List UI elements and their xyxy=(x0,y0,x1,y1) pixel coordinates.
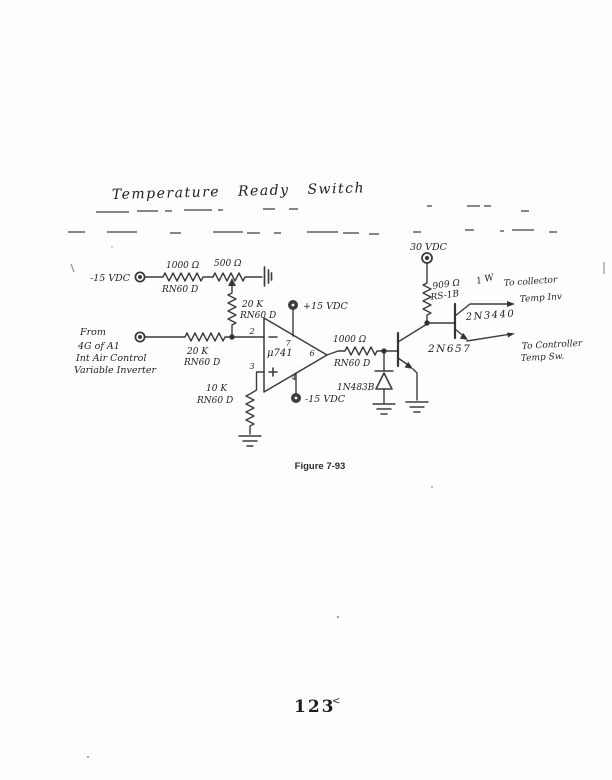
resistor-909 xyxy=(422,262,432,324)
label-r-offset-value: 1000 Ω xyxy=(166,261,200,271)
source-note-line3: Int Air Control xyxy=(75,353,146,364)
label-r-wiper-type: RN60 D xyxy=(239,311,276,321)
scan-speck xyxy=(431,486,433,488)
opamp-input-signs-icon xyxy=(268,336,278,377)
source-note-line1: From xyxy=(79,327,106,338)
page-title: Temperature Ready Switch xyxy=(112,180,366,203)
pin-4-label: 4 xyxy=(290,373,296,382)
q2-emitter-arrow-line xyxy=(466,333,512,342)
out-collector-line2: Temp Inv xyxy=(520,292,563,305)
resistor-1000-output xyxy=(326,346,399,356)
output-network: 1000 Ω RN60 D 1N483B xyxy=(326,335,399,415)
ground-icon xyxy=(372,403,396,415)
out-collector-line1: To collector xyxy=(504,275,559,289)
source-note-line2: 4G of A1 xyxy=(77,341,120,352)
label-r-input-value: 20 K xyxy=(186,347,209,357)
q2-label: 2N3440 xyxy=(464,309,515,324)
label-r-collector-type: RS-1B xyxy=(429,289,460,303)
scan-speck xyxy=(336,615,340,619)
ground-icon xyxy=(405,401,429,413)
label-r-output-value: 1000 Ω xyxy=(333,335,367,345)
label-r-ground-value: 10 K xyxy=(206,384,228,394)
label-pos15: +15 VDC xyxy=(303,301,349,312)
terminal-dot xyxy=(138,335,142,339)
scan-speck xyxy=(87,756,89,758)
label-neg15: -15 VDC xyxy=(305,394,346,405)
transistor-q1-2n657: 2N657 xyxy=(396,323,471,413)
label-r-wiper-value: 20 K xyxy=(241,300,264,310)
q2-emitter-arrow-icon xyxy=(459,332,468,340)
label-r-collector-value: 909 Ω xyxy=(432,278,461,292)
input-network: From 4G of A1 Int Air Control Variable I… xyxy=(74,327,265,376)
page-number: 123 xyxy=(294,697,336,717)
scan-speck xyxy=(111,246,113,248)
junction-dot xyxy=(381,348,387,354)
ground-icon xyxy=(238,435,262,447)
potentiometer-500 xyxy=(212,272,263,282)
label-r-ground-type: RN60 D xyxy=(196,396,233,406)
page-number-mark: < xyxy=(332,696,340,707)
pin-3-label: 3 xyxy=(249,362,254,371)
opamp-part-label: μ741 xyxy=(267,348,293,359)
resistor-20k-input xyxy=(144,332,265,342)
label-r-input-type: RN60 D xyxy=(183,358,220,368)
pin-6-label: 6 xyxy=(309,349,314,358)
terminal-dot xyxy=(138,275,142,279)
pin-7-label: 7 xyxy=(285,339,291,348)
q2-collector-arrow-line xyxy=(454,303,513,317)
emitter-arrowhead-icon xyxy=(507,332,515,338)
pin-2-label: 2 xyxy=(248,327,254,336)
label-diode: 1N483B xyxy=(337,383,375,393)
opamp: 2 3 7 4 6 μ741 +15 VDC -15 VDC 10 K RN60… xyxy=(196,300,349,447)
label-30vdc: 30 VDC xyxy=(410,242,448,253)
terminal-center xyxy=(291,303,295,307)
label-r-output-type: RN60 D xyxy=(333,359,370,369)
q1-collector xyxy=(397,323,428,343)
label-r-offset-type: RN60 D xyxy=(161,285,198,295)
transistor-q2-2n3440: 2N3440 To collector Temp Inv To Controll… xyxy=(453,275,584,364)
out-controller-line1: To Controller xyxy=(522,339,584,352)
diode-cathode xyxy=(374,352,394,372)
terminal-dot xyxy=(424,255,430,261)
diode-icon xyxy=(375,372,393,390)
wiper-arrow-icon xyxy=(228,278,236,286)
connector-bars-icon xyxy=(263,266,273,287)
q1-emitter-arrow-icon xyxy=(404,361,413,369)
resistor-20k-wiper xyxy=(227,283,237,338)
terminal-center xyxy=(294,396,298,400)
bias-network: -15 VDC 1000 Ω RN60 D 500 Ω 20 K RN60 D xyxy=(90,259,276,338)
label-r-collector-power: 1 W xyxy=(475,273,495,287)
collector-supply-network: 30 VDC 909 Ω 1 W RS-1B xyxy=(410,242,496,326)
q1-emitter-wire xyxy=(412,368,418,401)
scan-artifact-lines xyxy=(68,205,605,758)
collector-arrowhead-icon xyxy=(507,301,515,307)
source-note-line4: Variable Inverter xyxy=(74,365,157,376)
label-pot-value: 500 Ω xyxy=(214,259,242,269)
label-neg15-input: -15 VDC xyxy=(90,273,131,284)
out-controller-line2: Temp Sw. xyxy=(521,352,565,364)
resistor-10k-ground xyxy=(245,371,265,435)
junction-dot xyxy=(229,334,235,340)
q1-label: 2N657 xyxy=(427,343,471,355)
page-number-group: 123 < xyxy=(294,696,340,717)
resistor-1000-offset xyxy=(144,272,214,282)
figure-caption: Figure 7-93 xyxy=(295,461,346,472)
opamp-triangle-icon xyxy=(263,317,328,393)
